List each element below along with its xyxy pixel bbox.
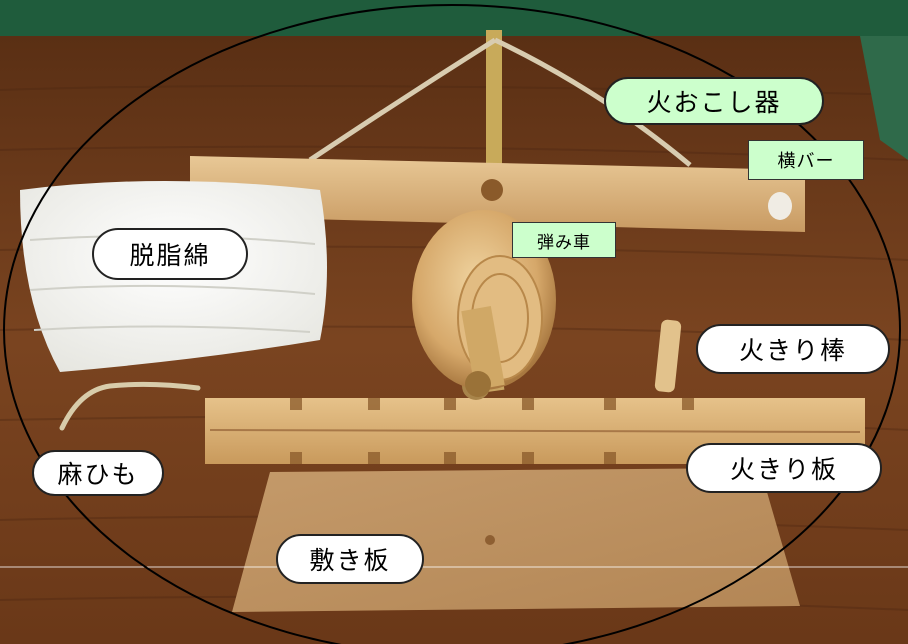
label-base-board: 敷き板 bbox=[276, 534, 424, 584]
fire-board-notches bbox=[290, 398, 694, 464]
label-hemp-string: 麻ひも bbox=[32, 450, 164, 496]
label-absorbent-cotton: 脱脂綿 bbox=[92, 228, 248, 280]
label-flywheel: 弾み車 bbox=[512, 222, 616, 258]
rope bbox=[308, 37, 497, 163]
flywheel-axle bbox=[461, 306, 505, 390]
cross-bar-end-cap bbox=[768, 192, 792, 220]
label-cross-bar: 横バー bbox=[748, 140, 864, 180]
label-fire-board: 火きり板 bbox=[686, 443, 882, 493]
green-corner-object bbox=[860, 36, 908, 160]
rope bbox=[493, 37, 692, 167]
cross-bar-hole bbox=[481, 179, 503, 201]
label-fire-drill: 火きり棒 bbox=[696, 324, 890, 374]
grouping-ellipse bbox=[3, 4, 901, 644]
flywheel-axle-end bbox=[465, 371, 491, 397]
label-fire-starter: 火おこし器 bbox=[604, 77, 824, 125]
fire-board-groove bbox=[209, 429, 861, 433]
base-board-knot bbox=[485, 535, 495, 545]
hemp-string bbox=[59, 381, 201, 431]
fire-drill-stick bbox=[654, 319, 682, 393]
